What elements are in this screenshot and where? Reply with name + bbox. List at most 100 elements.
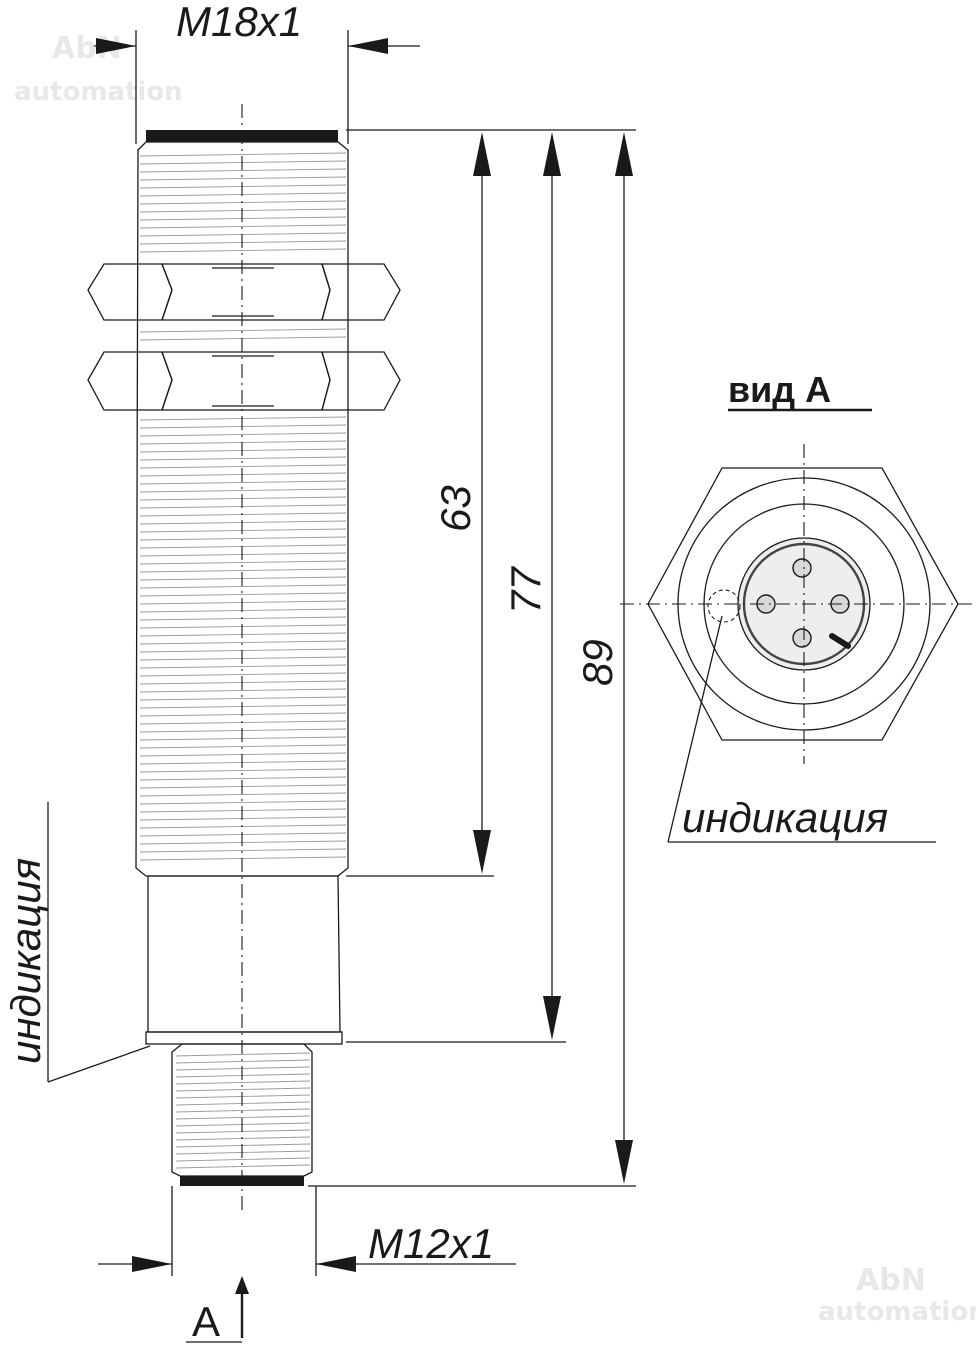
thread-line <box>139 248 347 253</box>
indication-view-callout: индикация <box>667 615 936 843</box>
watermark-top-left: AbN automation <box>14 31 183 107</box>
thread-line <box>139 768 347 773</box>
thread-line <box>139 512 347 517</box>
thread-line <box>139 792 347 797</box>
thread-line <box>175 1052 311 1057</box>
watermark-sub: automation <box>14 77 183 107</box>
thread-line <box>139 576 347 581</box>
thread-line <box>139 328 347 333</box>
thread-line <box>139 656 347 661</box>
smooth-housing <box>147 875 341 1033</box>
thread-line <box>139 632 347 637</box>
arrowhead-icon <box>96 38 136 54</box>
body-threads <box>139 152 347 861</box>
thread-line <box>139 824 347 829</box>
thread-line <box>175 1129 311 1134</box>
thread-top-label: M18x1 <box>176 0 302 45</box>
arrowhead-icon <box>132 1256 172 1272</box>
thread-line <box>175 1108 311 1113</box>
housing-ring <box>145 1031 343 1045</box>
arrowhead-icon <box>316 1256 356 1272</box>
thread-line <box>139 744 347 749</box>
thread-line <box>139 720 347 725</box>
dim-77-label: 77 <box>502 566 549 614</box>
thread-line <box>139 648 347 653</box>
thread-line <box>139 696 347 701</box>
dim-89-label: 89 <box>574 639 621 686</box>
thread-line <box>139 160 347 165</box>
thread-line <box>175 1164 311 1169</box>
threaded-body <box>135 141 349 877</box>
arrowhead-icon <box>473 132 491 176</box>
pin-1 <box>792 558 812 578</box>
view-a-marker: A <box>186 1276 249 1345</box>
indication-side-label: индикация <box>2 858 49 1064</box>
thread-line <box>139 552 347 557</box>
thread-line <box>139 488 347 493</box>
indication-side-callout: индикация <box>2 802 151 1083</box>
view-a-label: A <box>192 1298 220 1345</box>
thread-line <box>139 456 347 461</box>
thread-line <box>139 832 347 837</box>
key-notch <box>829 633 851 649</box>
nut-lower <box>87 351 401 411</box>
thread-line <box>175 1094 311 1099</box>
arrowhead-icon <box>473 830 491 874</box>
thread-line <box>175 1150 311 1155</box>
thread-line <box>175 1115 311 1120</box>
watermark-sub: automation <box>818 1297 976 1327</box>
thread-line <box>175 1073 311 1078</box>
thread-line <box>175 1066 311 1071</box>
thread-line <box>139 472 347 477</box>
dimension-m12: M12x1 <box>98 1186 516 1276</box>
thread-line <box>139 440 347 445</box>
pin-4 <box>792 628 812 648</box>
thread-line <box>139 800 347 805</box>
arrow-up-icon <box>235 1276 249 1294</box>
arrowhead-icon <box>543 996 561 1040</box>
thread-line <box>139 704 347 709</box>
thread-line <box>139 448 347 453</box>
thread-line <box>139 536 347 541</box>
thread-line <box>139 152 347 157</box>
arrowhead-icon <box>615 132 633 176</box>
thread-line <box>139 624 347 629</box>
thread-line <box>175 1101 311 1106</box>
thread-line <box>139 616 347 621</box>
thread-line <box>139 416 347 421</box>
indication-view-label: индикация <box>682 794 888 841</box>
dim-63-label: 63 <box>432 485 479 532</box>
thread-line <box>139 232 347 237</box>
arrowhead-icon <box>615 1140 633 1184</box>
thread-line <box>139 776 347 781</box>
thread-bottom-label: M12x1 <box>368 1220 494 1267</box>
thread-line <box>139 464 347 469</box>
thread-line <box>139 600 347 605</box>
thread-line <box>139 480 347 485</box>
thread-line <box>175 1059 311 1064</box>
connector-threads <box>175 1052 311 1169</box>
watermark-bottom-right: AbN automation <box>818 1263 976 1327</box>
thread-line <box>139 200 347 205</box>
nut-upper <box>87 263 401 321</box>
view-a: вид А индикация <box>620 369 972 843</box>
thread-line <box>139 728 347 733</box>
thread-line <box>139 584 347 589</box>
thread-line <box>139 528 347 533</box>
thread-line <box>139 688 347 693</box>
dimension-63: 63 <box>432 132 491 874</box>
thread-line <box>175 1157 311 1162</box>
thread-line <box>175 1143 311 1148</box>
dimension-89: 89 <box>574 132 633 1184</box>
thread-line <box>139 224 347 229</box>
thread-line <box>139 184 347 189</box>
thread-line <box>139 760 347 765</box>
thread-line <box>139 560 347 565</box>
thread-line <box>139 608 347 613</box>
view-title: вид А <box>728 369 831 410</box>
thread-line <box>139 840 347 845</box>
thread-line <box>139 784 347 789</box>
thread-line <box>175 1136 311 1141</box>
thread-line <box>139 816 347 821</box>
dimension-77: 77 <box>502 132 561 1040</box>
